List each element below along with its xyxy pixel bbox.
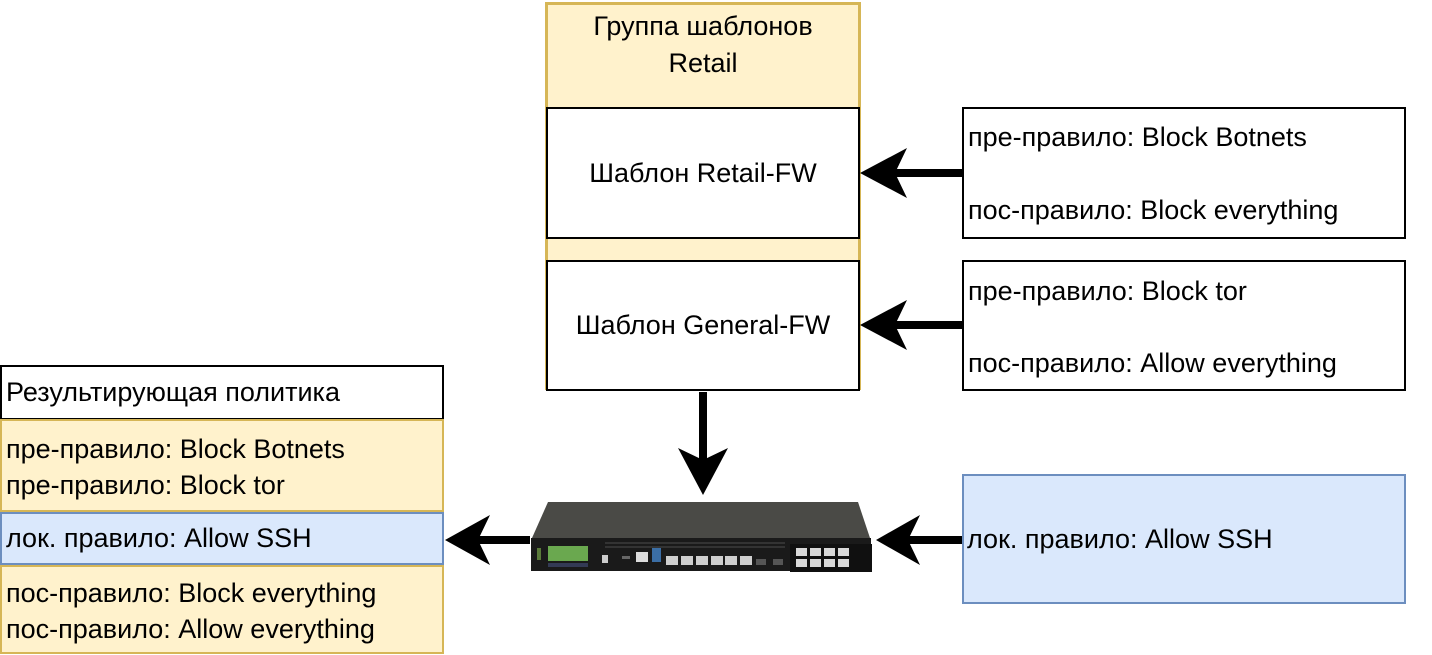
result-local-rules: лок. правило: Allow SSH xyxy=(0,512,444,565)
template-group-title-line1: Группа шаблонов xyxy=(593,11,813,41)
arrow-device-to-result xyxy=(445,515,530,565)
template-retail-fw[interactable]: Шаблон Retail-FW xyxy=(546,107,860,239)
template-group-title-line2: Retail xyxy=(668,48,738,78)
local-rule-box: лок. правило: Allow SSH xyxy=(962,474,1406,604)
arrow-general-rules-to-template xyxy=(860,300,962,350)
template-label: Шаблон Retail-FW xyxy=(589,157,817,188)
firewall-appliance-icon[interactable] xyxy=(531,502,872,572)
ethernet-port-block xyxy=(796,548,849,567)
arrow-retail-rules-to-template xyxy=(860,148,962,198)
result-post-rule: пос-правило: Allow everything xyxy=(6,614,375,644)
template-rules-general: пре-правило: Block tor пос-правило: Allo… xyxy=(962,260,1406,391)
result-local-rule: лок. правило: Allow SSH xyxy=(6,523,312,553)
ethernet-ports xyxy=(666,556,752,565)
result-policy-title-text: Результирующая политика xyxy=(6,377,340,407)
vent-grille xyxy=(605,542,785,548)
pre-rule: пре-правило: Block tor xyxy=(968,276,1247,306)
template-group-title: Группа шаблонов Retail xyxy=(548,8,858,82)
result-policy-title: Результирующая политика xyxy=(0,365,444,420)
arrow-templates-to-device xyxy=(678,392,728,495)
template-rules-retail: пре-правило: Block Botnets пос-правило: … xyxy=(962,107,1406,239)
local-rule-text: лок. правило: Allow SSH xyxy=(967,523,1273,554)
arrow-local-rule-to-device xyxy=(876,515,962,565)
result-post-rule: пос-правило: Block everything xyxy=(6,578,377,608)
post-rule: пос-правило: Block everything xyxy=(968,195,1339,225)
pre-rule: пре-правило: Block Botnets xyxy=(968,122,1307,152)
lcd-display xyxy=(548,546,588,561)
template-general-fw[interactable]: Шаблон General-FW xyxy=(546,260,860,391)
result-pre-rule: пре-правило: Block Botnets xyxy=(6,434,345,464)
template-label: Шаблон General-FW xyxy=(575,310,831,340)
result-post-rules: пос-правило: Block everything пос-правил… xyxy=(0,565,444,654)
result-pre-rules: пре-правило: Block Botnets пре-правило: … xyxy=(0,419,444,512)
post-rule: пос-правило: Allow everything xyxy=(968,348,1337,378)
result-pre-rule: пре-правило: Block tor xyxy=(6,470,285,500)
